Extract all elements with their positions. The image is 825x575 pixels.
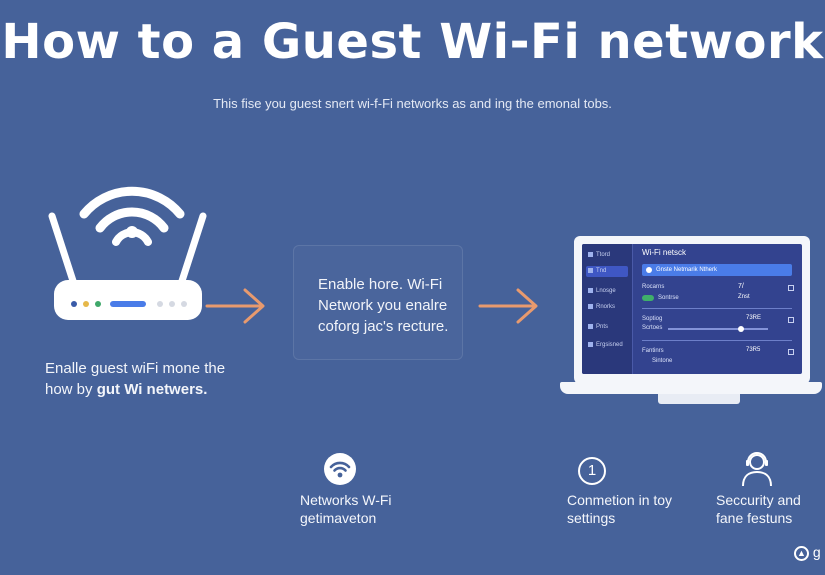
checkbox[interactable] <box>788 349 794 355</box>
router-caption-line2: how by gut Wi netwers. <box>45 379 265 400</box>
feature-line1: Conmetion in toy <box>567 492 673 508</box>
arrow-right-icon <box>478 288 538 324</box>
setting-value: 7/ <box>738 283 744 290</box>
settings-pane: Wi-Fi netsck Gnste Netmarik Ntherk Rocar… <box>638 244 800 374</box>
wifi-icon <box>588 267 593 273</box>
caption-bold: gut Wi <box>96 381 143 398</box>
logo-icon: ▲ <box>794 545 809 561</box>
setting-label: Rocarns <box>642 284 665 290</box>
step-description-box: Enable hore. Wi-Fi Network you enalre co… <box>293 245 463 360</box>
setting-label: Fantinrs <box>642 348 664 354</box>
settings-icon <box>588 287 593 293</box>
divider <box>642 340 792 341</box>
sidebar-item-active[interactable]: Tnd <box>586 266 628 277</box>
setting-label: Soptiog <box>642 316 663 322</box>
step-line3: coforg jac's recture. <box>318 318 449 335</box>
sidebar-item[interactable]: Ergsisned <box>586 340 628 351</box>
network-icon <box>588 303 593 309</box>
laptop-screen: Ttord Tnd Lnosge Rnorks Pnts Ergsisned W… <box>574 236 810 384</box>
router-caption: Enalle guest wiFi mone the how by gut Wi… <box>45 358 265 400</box>
setting-sub-label: Scrtoes <box>642 325 663 331</box>
feature-line1: Seccurity and <box>716 492 801 508</box>
wifi-circle-icon <box>324 453 356 485</box>
slider-track[interactable] <box>668 328 768 330</box>
checkbox[interactable] <box>788 285 794 291</box>
pane-title: Wi-Fi netsck <box>642 248 686 257</box>
caption-prefix: how by <box>45 381 97 398</box>
setting-value: Znst <box>738 294 750 300</box>
feature-line2: getimaveton <box>300 510 377 526</box>
slider-handle[interactable] <box>738 326 744 332</box>
setting-value: 73R5 <box>746 347 761 353</box>
enable-toggle[interactable] <box>642 295 654 301</box>
sidebar-item-label: Rnorks <box>596 304 616 310</box>
feature-line2: settings <box>567 510 616 526</box>
divider <box>642 308 792 309</box>
sidebar-item-label: Lnosge <box>596 288 616 294</box>
step-line1: Enable hore. Wi-Fi <box>318 276 443 293</box>
setting-sub-label: Sintone <box>652 358 673 364</box>
radio-icon <box>646 267 652 273</box>
arrow-right-icon <box>205 288 265 324</box>
settings-sidebar: Ttord Tnd Lnosge Rnorks Pnts Ergsisned <box>582 244 633 374</box>
caption-suffix: netwers. <box>142 381 208 398</box>
sidebar-item-label: Ttord <box>596 252 611 258</box>
laptop-illustration: Ttord Tnd Lnosge Rnorks Pnts Ergsisned W… <box>560 236 822 412</box>
checkbox[interactable] <box>788 317 794 323</box>
sidebar-item[interactable]: Pnts <box>586 322 628 333</box>
guest-network-label: Gnste Netmarik Ntherk <box>656 267 718 273</box>
person-headset-icon <box>742 452 772 487</box>
step-line2: Network you enalre <box>318 297 448 314</box>
feature-line2: fane festuns <box>716 510 793 526</box>
sidebar-item[interactable]: Ttord <box>586 250 628 261</box>
setting-sub-label: Sontrse <box>658 295 679 301</box>
device-icon <box>588 323 593 329</box>
laptop-base <box>560 382 822 394</box>
sidebar-item-label: Ergsisned <box>596 342 623 348</box>
page-title: How to a Guest Wi-Fi network <box>1 14 824 70</box>
sidebar-item[interactable]: Rnorks <box>586 302 628 313</box>
page-subtitle: This fise you guest snert wi-f-Fi networ… <box>213 96 612 111</box>
sidebar-item[interactable]: Lnosge <box>586 286 628 297</box>
user-icon <box>588 341 593 347</box>
guest-network-bar[interactable]: Gnste Netmarik Ntherk <box>642 264 792 276</box>
numbered-circle-icon: 1 <box>578 457 606 485</box>
logo-text: g <box>812 544 821 560</box>
router-caption-line1: Enalle guest wiFi mone the <box>45 360 226 377</box>
brand-logo: ▲ g <box>794 544 821 561</box>
sidebar-item-label: Tnd <box>596 268 607 274</box>
feature-networks: Networks W-Fi getimaveton <box>300 491 392 527</box>
menu-icon <box>588 251 593 257</box>
setting-value: 73RE <box>746 315 762 321</box>
feature-connection: Conmetion in toy settings <box>567 491 672 527</box>
sidebar-item-label: Pnts <box>596 324 609 330</box>
feature-security: Seccurity and fane festuns <box>716 491 801 527</box>
feature-line1: Networks W-Fi <box>300 492 392 508</box>
settings-window: Ttord Tnd Lnosge Rnorks Pnts Ergsisned W… <box>582 244 802 374</box>
laptop-stand <box>658 394 740 404</box>
router-icon <box>48 186 207 320</box>
